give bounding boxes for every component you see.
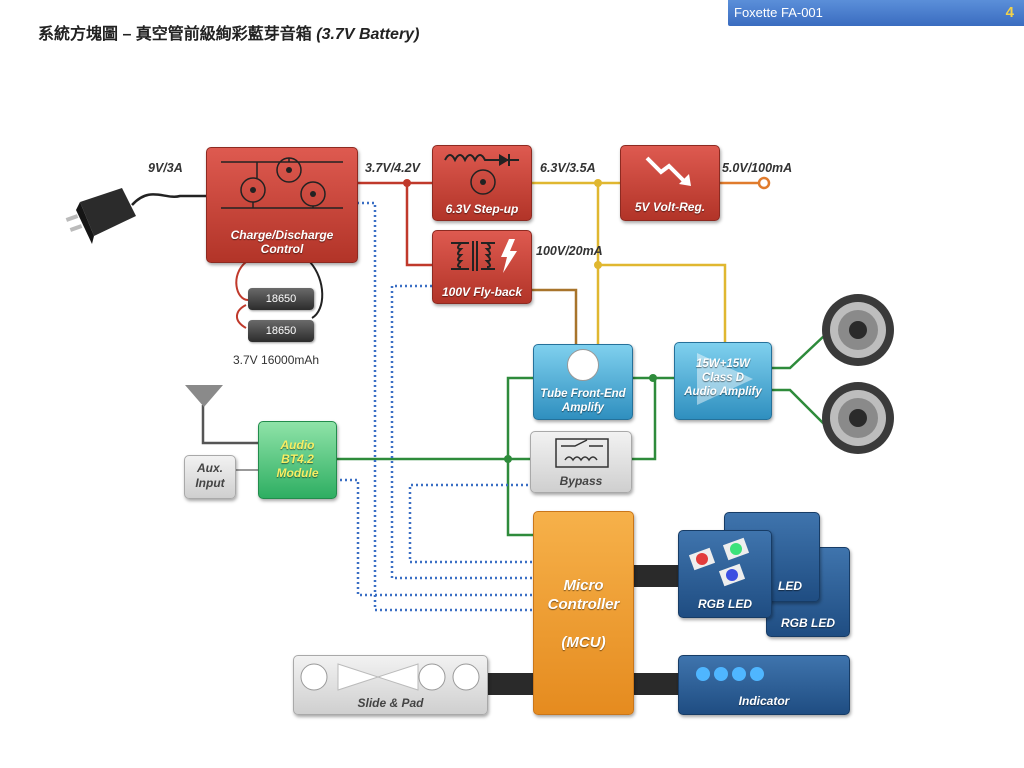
page-title: 系統方塊圖 – 真空管前級絢彩藍芽音箱 (3.7V Battery) bbox=[38, 20, 419, 44]
voltreg-label: 5V Volt-Reg. bbox=[634, 200, 706, 214]
title-subtitle: (3.7V Battery) bbox=[316, 26, 420, 43]
rgb-led-front-label: RGB LED bbox=[698, 597, 752, 611]
aux-input-block: Aux. Input bbox=[184, 455, 236, 499]
product-label: Foxette FA-001 bbox=[734, 5, 823, 20]
tube-frontend-block: Tube Front-End Amplify bbox=[533, 344, 633, 420]
slide-pad-block: Slide & Pad bbox=[293, 655, 488, 715]
slide-header-bar: Foxette FA-001 4 bbox=[728, 0, 1024, 26]
rgb-led-back-label: RGB LED bbox=[781, 616, 835, 630]
bt-module-label: Audio BT4.2 Module bbox=[276, 438, 319, 480]
rgb-led-mid-label: LED bbox=[778, 579, 802, 593]
aux-input-label: Aux. Input bbox=[195, 461, 225, 490]
regulator-arrow-icon bbox=[645, 156, 691, 186]
speaker-wires bbox=[770, 334, 826, 426]
5v-output-terminal bbox=[757, 176, 771, 190]
mcu-block: Micro Controller (MCU) bbox=[533, 511, 634, 715]
battery-cell-2: 18650 bbox=[248, 320, 314, 342]
control-lines bbox=[335, 201, 533, 612]
indicator-block: Indicator bbox=[678, 655, 850, 715]
mosfet-icon bbox=[221, 157, 343, 209]
speaker-top-icon bbox=[822, 294, 894, 366]
tube-frontend-label: Tube Front-End Amplify bbox=[540, 388, 626, 414]
battery-caption: 3.7V 16000mAh bbox=[233, 353, 320, 367]
mcu-label: Micro Controller (MCU) bbox=[547, 577, 620, 651]
adapter-cord bbox=[131, 193, 207, 206]
bypass-label: Bypass bbox=[559, 474, 603, 488]
input-9v-label: 9V/3A bbox=[148, 161, 183, 175]
charge-control-label: Charge/Discharge Control bbox=[230, 228, 334, 256]
flyback-block: 100V Fly-back bbox=[432, 230, 532, 304]
rail-100v-label: 100V/20mA bbox=[536, 244, 603, 258]
antenna-icon bbox=[185, 385, 223, 407]
stepup-block: 6.3V Step-up bbox=[432, 145, 532, 221]
stepup-label: 6.3V Step-up bbox=[445, 202, 519, 216]
transformer-icon bbox=[451, 239, 517, 273]
rail-5v-label: 5.0V/100mA bbox=[722, 161, 793, 175]
rgb-led-panel-front: RGB LED bbox=[678, 530, 772, 618]
slide-pad-label: Slide & Pad bbox=[357, 696, 424, 710]
relay-switch-icon bbox=[555, 438, 609, 468]
mcu-led-bus bbox=[632, 565, 682, 587]
bypass-block: Bypass bbox=[530, 431, 632, 493]
charge-control-block: Charge/Discharge Control bbox=[206, 147, 358, 263]
indicator-leds-icon bbox=[696, 667, 764, 681]
rail-3v7-wire bbox=[357, 181, 432, 267]
page-number: 4 bbox=[1005, 4, 1014, 21]
audio-signal-wire bbox=[335, 376, 674, 537]
inductor-diode-icon bbox=[444, 154, 519, 195]
speaker-bottom-icon bbox=[822, 382, 894, 454]
rail-6v3-label: 6.3V/3.5A bbox=[540, 161, 596, 175]
classd-amp-block: 15W+15W Class D Audio Amplify bbox=[674, 342, 772, 420]
mcu-indicator-bus bbox=[632, 673, 682, 695]
indicator-label: Indicator bbox=[738, 694, 790, 708]
battery-wire-red bbox=[235, 261, 249, 301]
slide-pad-icon bbox=[300, 663, 480, 691]
rail-3v7-label: 3.7V/4.2V bbox=[365, 161, 420, 175]
battery-wire-black bbox=[309, 261, 324, 319]
classd-amp-label: 15W+15W Class D Audio Amplify bbox=[684, 358, 762, 398]
title-main: 系統方塊圖 – 真空管前級絢彩藍芽音箱 bbox=[38, 26, 312, 43]
voltreg-block: 5V Volt-Reg. bbox=[620, 145, 720, 221]
amplifier-triangle-icon bbox=[697, 353, 753, 405]
mcu-slide-bus bbox=[486, 673, 534, 695]
rail-100v-wire bbox=[530, 288, 578, 345]
flyback-label: 100V Fly-back bbox=[441, 285, 523, 299]
bt-module-block: Audio BT4.2 Module bbox=[258, 421, 337, 499]
antenna-wire bbox=[201, 405, 258, 445]
battery-cell-1: 18650 bbox=[248, 288, 314, 310]
vacuum-tube-icon bbox=[567, 349, 599, 381]
power-adapter-icon bbox=[65, 188, 136, 244]
rgb-led-icon bbox=[688, 537, 750, 587]
